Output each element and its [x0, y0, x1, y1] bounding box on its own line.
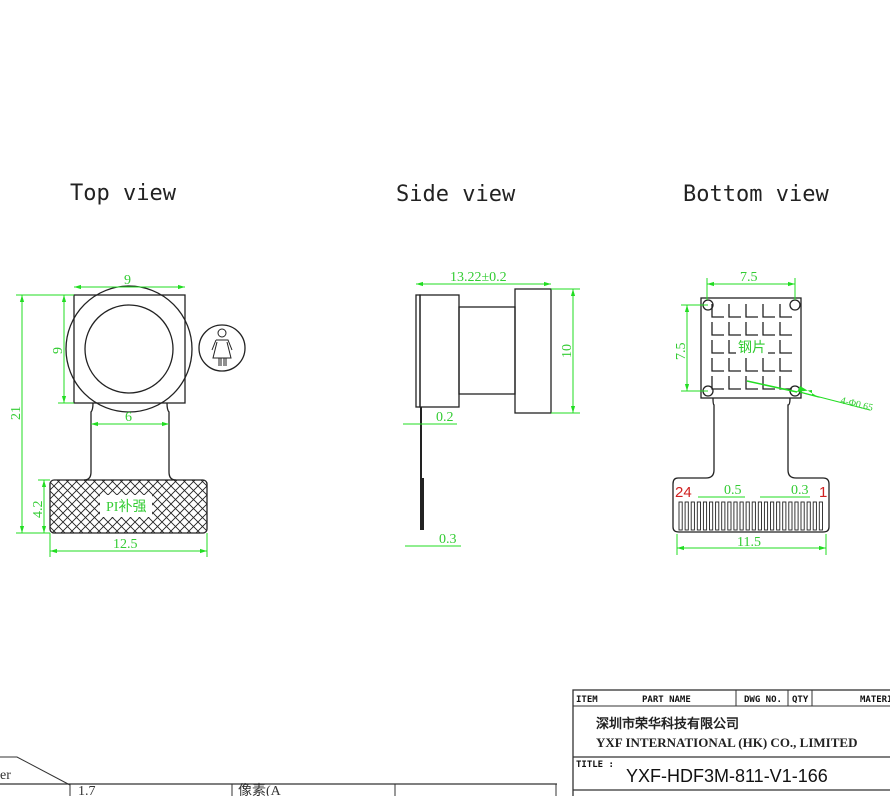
company-name-en: YXF INTERNATIONAL (HK) CO., LIMITED	[596, 735, 857, 750]
connector-pin	[751, 501, 756, 531]
dim-top-width: 9	[124, 273, 131, 288]
header-dwg-no: DWG NO.	[744, 695, 782, 705]
side-view: 13.22±0.2 10 0.2 0.3	[403, 270, 580, 547]
module-body	[419, 294, 460, 408]
connector-pin	[702, 501, 708, 531]
plate-label: 钢片	[738, 340, 766, 356]
dim-plate-height: 7.5	[674, 343, 689, 361]
connector-pin	[733, 501, 738, 531]
connector-pin	[800, 501, 805, 531]
connector-pin	[763, 501, 769, 531]
dim-total-length: 21	[9, 406, 24, 420]
title-block: ITEM PART NAME DWG NO. QTY MATERI 深圳市荣华科…	[572, 689, 890, 796]
plate-grid-mark	[728, 304, 741, 318]
dim-pitch: 0.5	[724, 483, 742, 498]
top-view: PI补强 9 9 21 6 4.2 12.5	[9, 273, 246, 557]
connector-pin	[788, 501, 793, 531]
plate-grid-mark	[711, 340, 724, 354]
connector-pin	[812, 501, 817, 531]
header-part-name: PART NAME	[642, 695, 691, 705]
lens-inner-circle	[84, 304, 174, 394]
stiffener-label: PI补强	[106, 499, 146, 515]
fpc-neck	[83, 402, 177, 481]
plate-grid-mark	[779, 376, 792, 390]
spec-table: er 1.7 像素(A	[0, 756, 557, 796]
dim-connector-width: 11.5	[737, 535, 761, 550]
lens-barrel	[458, 306, 516, 395]
connector-pin	[794, 501, 799, 531]
plate-grid-mark	[745, 376, 758, 390]
spec-cell-1: 1.7	[78, 784, 96, 796]
dim-pin-width: 0.3	[791, 483, 809, 498]
header-material: MATERI	[860, 695, 890, 705]
bottom-view-title: Bottom view	[683, 182, 829, 207]
top-view-title: Top view	[70, 181, 177, 206]
fpc-connector	[672, 397, 830, 533]
plate-grid-mark	[745, 358, 758, 372]
connector-pin	[690, 501, 695, 531]
dim-side-length: 13.22±0.2	[450, 270, 507, 285]
plate-grid-mark	[745, 322, 758, 336]
plate-grid-mark	[745, 304, 758, 318]
connector-pins	[678, 501, 823, 531]
connector-pin	[696, 501, 701, 531]
connector-pin	[721, 501, 726, 531]
connector-pin	[727, 501, 732, 531]
dim-stiffener-height: 4.2	[31, 501, 46, 519]
plate-grid-mark	[779, 304, 792, 318]
dim-plate: 0.2	[436, 410, 454, 425]
dim-stiffener-width: 12.5	[113, 537, 138, 552]
dim-holes: 4-Φ0.65	[839, 395, 874, 414]
plate-grid-mark	[762, 358, 775, 372]
connector-pin	[709, 501, 714, 531]
lens-holder	[514, 288, 552, 414]
module-outline	[73, 294, 186, 404]
connector-pin	[684, 501, 689, 531]
side-view-title: Side view	[396, 182, 516, 207]
connector-pin	[806, 501, 811, 531]
connector-pin	[739, 501, 744, 531]
dim-top-height: 9	[51, 347, 66, 354]
header-qty: QTY	[792, 695, 809, 705]
company-name-cn: 深圳市荣华科技有限公司	[596, 716, 739, 732]
plate-grid-mark	[779, 322, 792, 336]
plate-grid-mark	[762, 304, 775, 318]
plate-grid-mark	[779, 340, 792, 354]
bottom-view: 钢片 24 1 0.5 0.3 7.5 7.5 4-Φ0.65 11.5	[672, 270, 874, 555]
dim-neck-width: 6	[125, 410, 132, 425]
drawing-title: YXF-HDF3M-811-V1-166	[626, 766, 828, 786]
female-figure-icon	[198, 324, 246, 372]
connector-pin	[745, 501, 750, 531]
plate-grid-mark	[762, 322, 775, 336]
plate-grid-mark	[711, 304, 724, 318]
header-item: ITEM	[576, 695, 598, 705]
plate-grid-mark	[762, 376, 775, 390]
pin-first-label: 24	[675, 484, 692, 501]
steel-plate	[700, 297, 802, 399]
connector-pin	[776, 501, 781, 531]
connector-pin	[678, 501, 683, 531]
plate-grid-mark	[728, 376, 741, 390]
plate-grid-mark	[779, 358, 792, 372]
connector-pin	[770, 501, 775, 531]
connector-pin	[818, 501, 823, 531]
dim-fpc: 0.3	[439, 532, 457, 547]
dim-plate-width: 7.5	[740, 270, 758, 285]
connector-pin	[757, 501, 762, 531]
title-label: TITLE :	[576, 760, 614, 770]
pin-last-label: 1	[819, 484, 827, 501]
plate-grid-mark	[728, 322, 741, 336]
spec-corner-label: er	[0, 768, 11, 783]
plate-grid-mark	[711, 358, 724, 372]
plate-grid-mark	[728, 358, 741, 372]
plate-grid-mark	[711, 322, 724, 336]
connector-pin	[715, 501, 720, 531]
plate-grid-mark	[711, 376, 724, 390]
spec-cell-2: 像素(A	[238, 783, 282, 796]
connector-pin	[782, 501, 787, 531]
dim-side-height: 10	[560, 344, 575, 358]
